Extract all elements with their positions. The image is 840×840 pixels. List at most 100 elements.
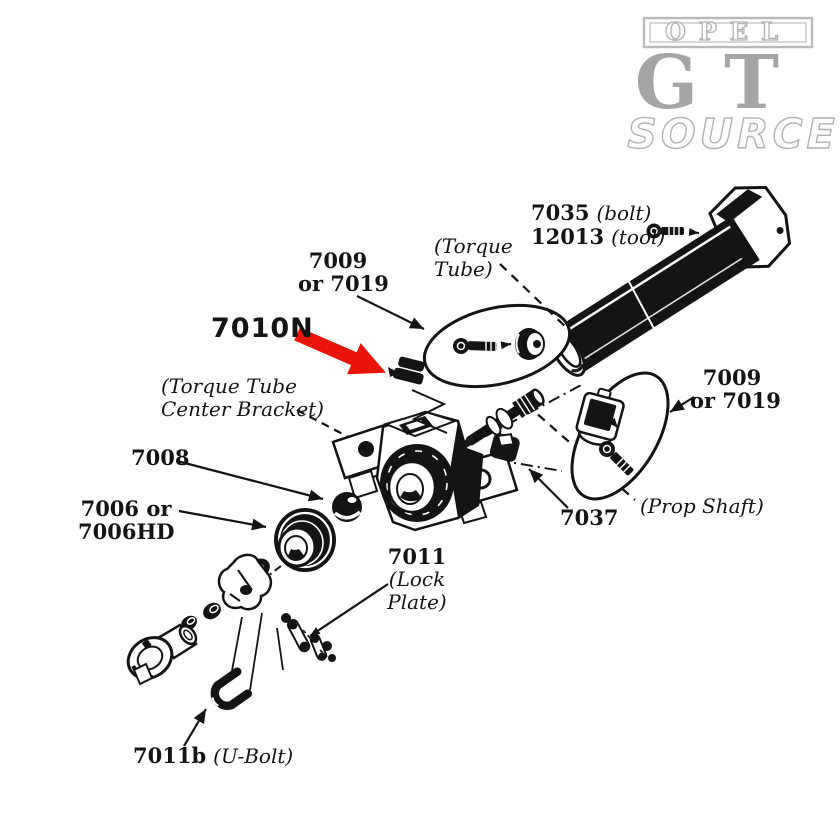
label-line: Plate) [387,590,447,614]
small-black-tip [388,367,399,377]
mount-kit-right-group [570,371,670,501]
opel-box-outer [642,16,814,49]
label-line: (Torque Tube [161,374,297,398]
plate-bolt [311,635,319,643]
label-prop-shaft: (Prop Shaft) [640,494,764,518]
extension-line [230,616,243,677]
lock-bolt [328,654,336,662]
lock-plates-drawing [281,613,336,662]
label-7006: 7006 or 7006HD [78,496,175,544]
flange-leg [132,662,154,686]
bearing-cap-highlight [186,617,196,625]
label-line: (Torque [434,234,513,258]
bolt-thread [623,465,631,473]
yoke-detail [229,593,241,602]
square-mount-part [575,387,625,446]
housing-side-shade [450,421,482,518]
lock-dashdot [302,629,311,639]
label-line: or 7019 [690,388,781,413]
bolt-thread [619,461,627,469]
lock-bolt [281,613,291,623]
bumper-7037-part [489,433,520,462]
group-ellipse [570,371,670,501]
label-7008: 7008 [131,445,190,470]
label-line: Tube) [434,257,493,281]
leader-7008-arrow [176,459,324,502]
label-7011b: 7011b (U-Bolt) [133,744,293,768]
leader-center-bracket-dashed [296,408,355,442]
part-number: 7011b [133,743,207,768]
flange-hole [776,226,784,234]
flange-notch [141,639,152,649]
mount-bolt [599,441,634,476]
bushing-highlight [515,333,520,354]
small-arrow [608,417,619,429]
part-number: 7035 [531,200,590,225]
mount-opening [583,398,617,432]
label-7037: 7037 [560,505,619,530]
label-7035-12013: 7035 (bolt) 12013 (tool) [531,201,665,249]
opel-logo-text: OPEL [665,17,791,46]
yoke-hole [240,585,252,595]
u-joint-yoke-drawing [217,553,273,611]
bore-ring-highlight [386,450,448,516]
group-ellipse [422,303,572,389]
bolt-shaft [610,452,634,476]
part-note: (bolt) [596,201,652,225]
bolt-7035-drawing [646,223,700,239]
mount-groove [397,365,423,374]
leader-7009-right-arrow [669,396,695,413]
label-line: 7006 or [80,496,172,521]
extension-line [249,612,263,691]
plate-bolt [299,641,309,651]
spline-ridge [524,394,536,411]
lock-plate [287,619,311,653]
gt-logo-text: GT [635,40,805,126]
bolt-head-ring [602,444,612,454]
bolt-thread [616,458,624,466]
mount-kit-top-group [422,303,572,389]
label-line: Center Bracket) [161,397,324,421]
lock-bolt [322,641,332,651]
opel-gt-source-logo: OPEL GT SOURCE [627,16,838,158]
bearing-cap [203,602,221,620]
bolt-head [599,441,615,457]
torque-tube-drawing [548,185,792,377]
small-arrow [688,228,700,236]
extension-line [276,627,284,671]
leader-7037-arrow [528,468,569,509]
spline-end [531,388,545,406]
bushing-7006-part [274,508,336,572]
left-wing-hole [358,441,374,457]
shaft-tip [461,436,473,447]
tube-highlight [581,257,743,362]
label-7010n: 7010N [211,313,314,344]
label-7011: 7011 (Lock Plate) [379,545,455,614]
plate-bolt [288,620,298,630]
mount-7010n-part [393,356,425,385]
plate-bolt [318,652,327,661]
mount-top-bar [398,356,425,372]
label-line: 7009 [702,365,762,390]
leader-7011-arrow [309,583,389,637]
bolt-shaft [467,341,498,351]
u-bolt-highlight [211,697,219,707]
flange-yoke-drawing [126,623,198,686]
ball-highlight [347,497,357,503]
prop-shaft-spline-drawing [461,388,545,447]
part-number: 12013 [531,224,605,249]
bushing-shade [288,549,305,560]
label-line: (Lock [388,567,446,591]
tube-body [551,216,760,376]
source-logo-text: SOURCE [627,110,838,158]
label-line: 7006HD [78,519,175,544]
leader-7009-top-arrow [356,295,425,330]
bolt-head [453,338,469,354]
tube-rim-shade [571,363,585,373]
label-line: 7009 [308,248,368,273]
spline-ridge [515,399,527,416]
label-7009-top: 7009 or 7019 [298,248,389,295]
leader-7011b-arrow [183,708,207,747]
